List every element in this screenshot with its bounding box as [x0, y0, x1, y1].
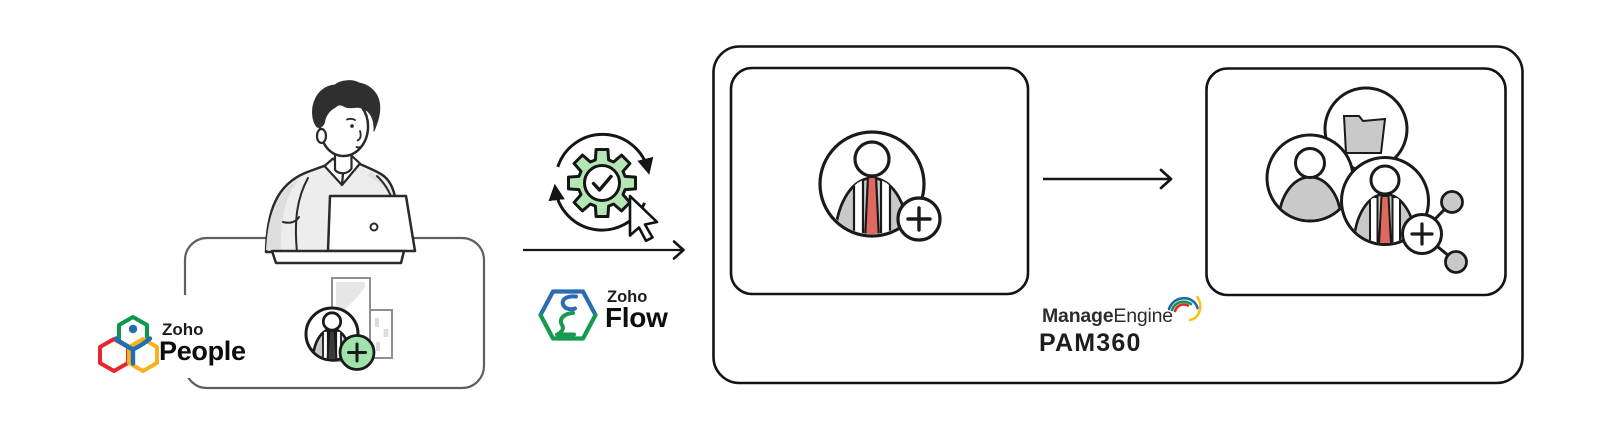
green-plus-badge-icon — [338, 334, 376, 371]
hair — [312, 80, 381, 132]
user-add-icon — [818, 130, 942, 242]
face — [315, 96, 370, 158]
manageengine-wordmark: ManageEngine — [1042, 305, 1173, 327]
provision-arrow-icon — [1043, 168, 1173, 190]
zoho-people-product-text: People — [159, 336, 246, 366]
resource-group-box — [1205, 67, 1507, 297]
zoho-people-logo-icon — [86, 295, 262, 378]
user-add-tie-icon — [1340, 156, 1430, 246]
zoho-flow-logo-icon — [538, 289, 598, 341]
manageengine-brand-bold: Manage — [1042, 305, 1114, 327]
folder-circle-icon — [1323, 86, 1409, 172]
share-nodes-icon — [1401, 190, 1468, 274]
manageengine-swoosh-icon — [1167, 295, 1202, 322]
provision-step-box — [729, 66, 1030, 296]
cursor-icon — [628, 194, 659, 243]
manageengine-brand-light: Engine — [1113, 305, 1173, 327]
zoho-people-brand-text: Zoho — [162, 320, 204, 339]
plus-badge-icon — [896, 196, 942, 242]
flow-arrow-icon — [523, 240, 685, 260]
user-add-green-icon — [304, 306, 376, 371]
user-circle-icon — [1265, 133, 1355, 223]
zoho-flow-product-text: Flow — [605, 302, 668, 333]
sync-gear-check-icon — [548, 132, 659, 243]
laptop-icon — [270, 194, 417, 265]
zoho-flow-brand-text: Zoho — [607, 288, 648, 306]
pam360-product-text: PAM360 — [1039, 329, 1142, 357]
person-at-laptop-illustration — [264, 80, 417, 265]
